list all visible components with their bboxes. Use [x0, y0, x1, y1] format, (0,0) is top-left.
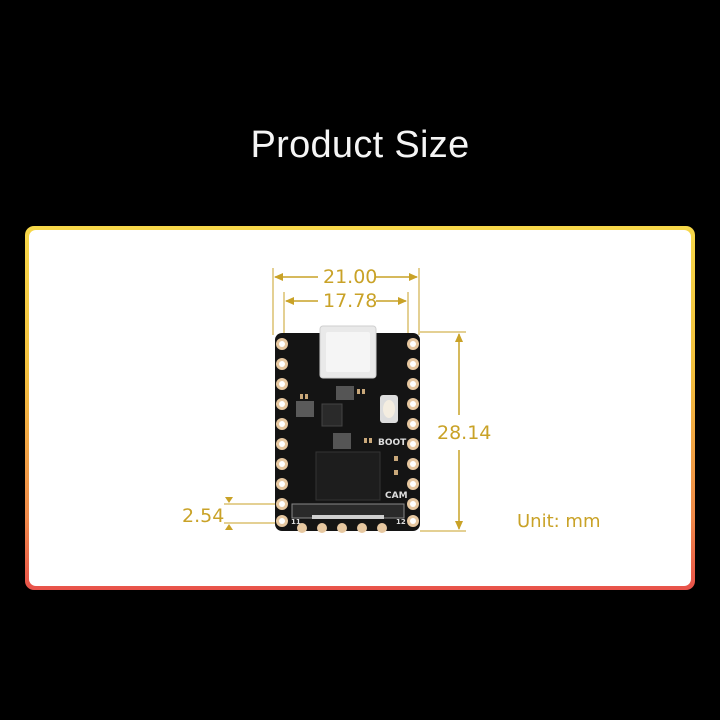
pin-pitch-label: 2.54 [182, 505, 225, 527]
overall-width-label: 21.00 [323, 266, 378, 288]
pin-span-width-label: 17.78 [323, 290, 378, 312]
unit-label: Unit: mm [517, 511, 601, 532]
pin-11-label: 11 [291, 518, 301, 526]
cam-silkscreen-label: CAM [385, 491, 408, 501]
pin-12-label: 12 [396, 518, 406, 526]
boot-silkscreen-label: BOOT [378, 438, 407, 448]
page-title: Product Size [250, 124, 470, 166]
height-label: 28.14 [437, 422, 492, 444]
pcb-board [275, 325, 420, 533]
